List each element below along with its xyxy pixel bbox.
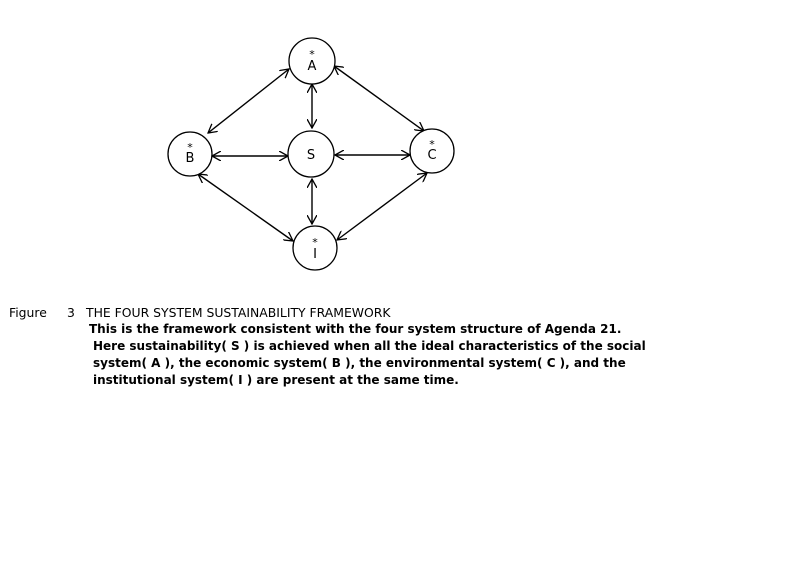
- node-s: S: [287, 130, 335, 178]
- node-a-label: A: [308, 59, 317, 74]
- caption-line-3: system( A ), the economic system( B ), t…: [93, 356, 626, 370]
- node-a: * A: [288, 37, 336, 85]
- figure-caption: Figure 3 THE FOUR SYSTEM SUSTAINABILITY FR…: [9, 304, 646, 387]
- edge-a-b: [208, 69, 289, 133]
- sustainability-framework-diagram: * A * B S * C * I: [167, 37, 455, 271]
- node-c-mark: *: [429, 138, 435, 151]
- caption-description: This is the framework consistent with th…: [89, 321, 646, 389]
- node-i-circle: [292, 225, 338, 271]
- node-c-circle: [409, 128, 455, 174]
- node-i-label: I: [313, 247, 317, 262]
- figure-label: Figure: [9, 305, 47, 320]
- caption-title-line: Figure 3 THE FOUR SYSTEM SUSTAINABILITY FR…: [9, 304, 391, 321]
- node-a-circle: [288, 37, 336, 85]
- figure-number: 3: [67, 305, 75, 320]
- node-i: * I: [292, 225, 338, 271]
- node-s-label: S: [307, 148, 315, 163]
- caption-line-1: This is the framework consistent with th…: [89, 322, 622, 336]
- node-b-circle: [167, 131, 213, 177]
- figure-title: THE FOUR SYSTEM SUSTAINABILITY FRAMEWORK: [86, 305, 391, 320]
- node-b-label: B: [186, 151, 195, 166]
- caption-line-2: Here sustainability( S ) is achieved whe…: [93, 339, 646, 353]
- edge-a-c: [334, 66, 424, 131]
- node-c: * C: [409, 128, 455, 174]
- node-i-mark: *: [312, 236, 318, 249]
- node-s-circle: [287, 130, 335, 178]
- edge-b-i: [198, 174, 293, 241]
- node-b-mark: *: [187, 141, 193, 154]
- node-a-mark: *: [309, 48, 315, 61]
- edge-c-i: [337, 173, 427, 240]
- node-b: * B: [167, 131, 213, 177]
- node-c-label: C: [427, 148, 436, 163]
- caption-line-4: institutional system( I ) are present at…: [93, 373, 459, 387]
